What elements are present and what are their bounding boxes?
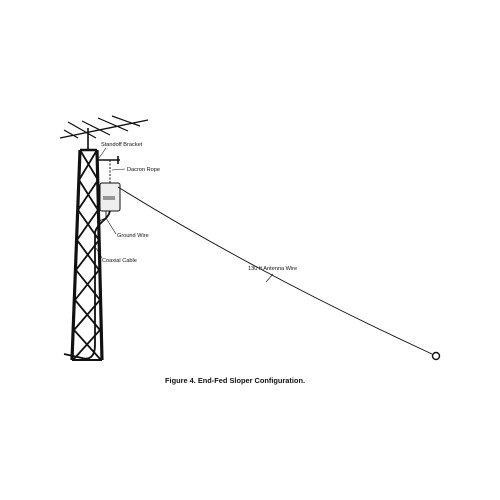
leader-ground-wire — [105, 217, 117, 235]
matching-box — [99, 182, 121, 212]
label-standoff-bracket: Standoff Bracket — [101, 142, 143, 148]
leader-dacron-rope — [111, 168, 126, 171]
label-coaxial-cable: Coaxial Cable — [102, 258, 137, 264]
antenna-wire — [117, 186, 433, 355]
label-antenna-wire: 130 ft Antenna Wire — [248, 266, 297, 272]
antenna-end-insulator — [431, 351, 441, 361]
leader-coaxial-cable — [95, 247, 103, 259]
figure-caption: Figure 4. End-Fed Sloper Configuration. — [165, 376, 305, 385]
leader-standoff-bracket — [98, 147, 107, 159]
standoff-bracket — [97, 156, 120, 164]
label-dacron-rope: Dacron Rope — [127, 167, 160, 173]
leader-antenna-wire — [265, 273, 274, 283]
label-ground-wire: Ground Wire — [117, 233, 149, 239]
yagi-antenna — [59, 115, 149, 139]
lattice-tower — [70, 148, 104, 361]
